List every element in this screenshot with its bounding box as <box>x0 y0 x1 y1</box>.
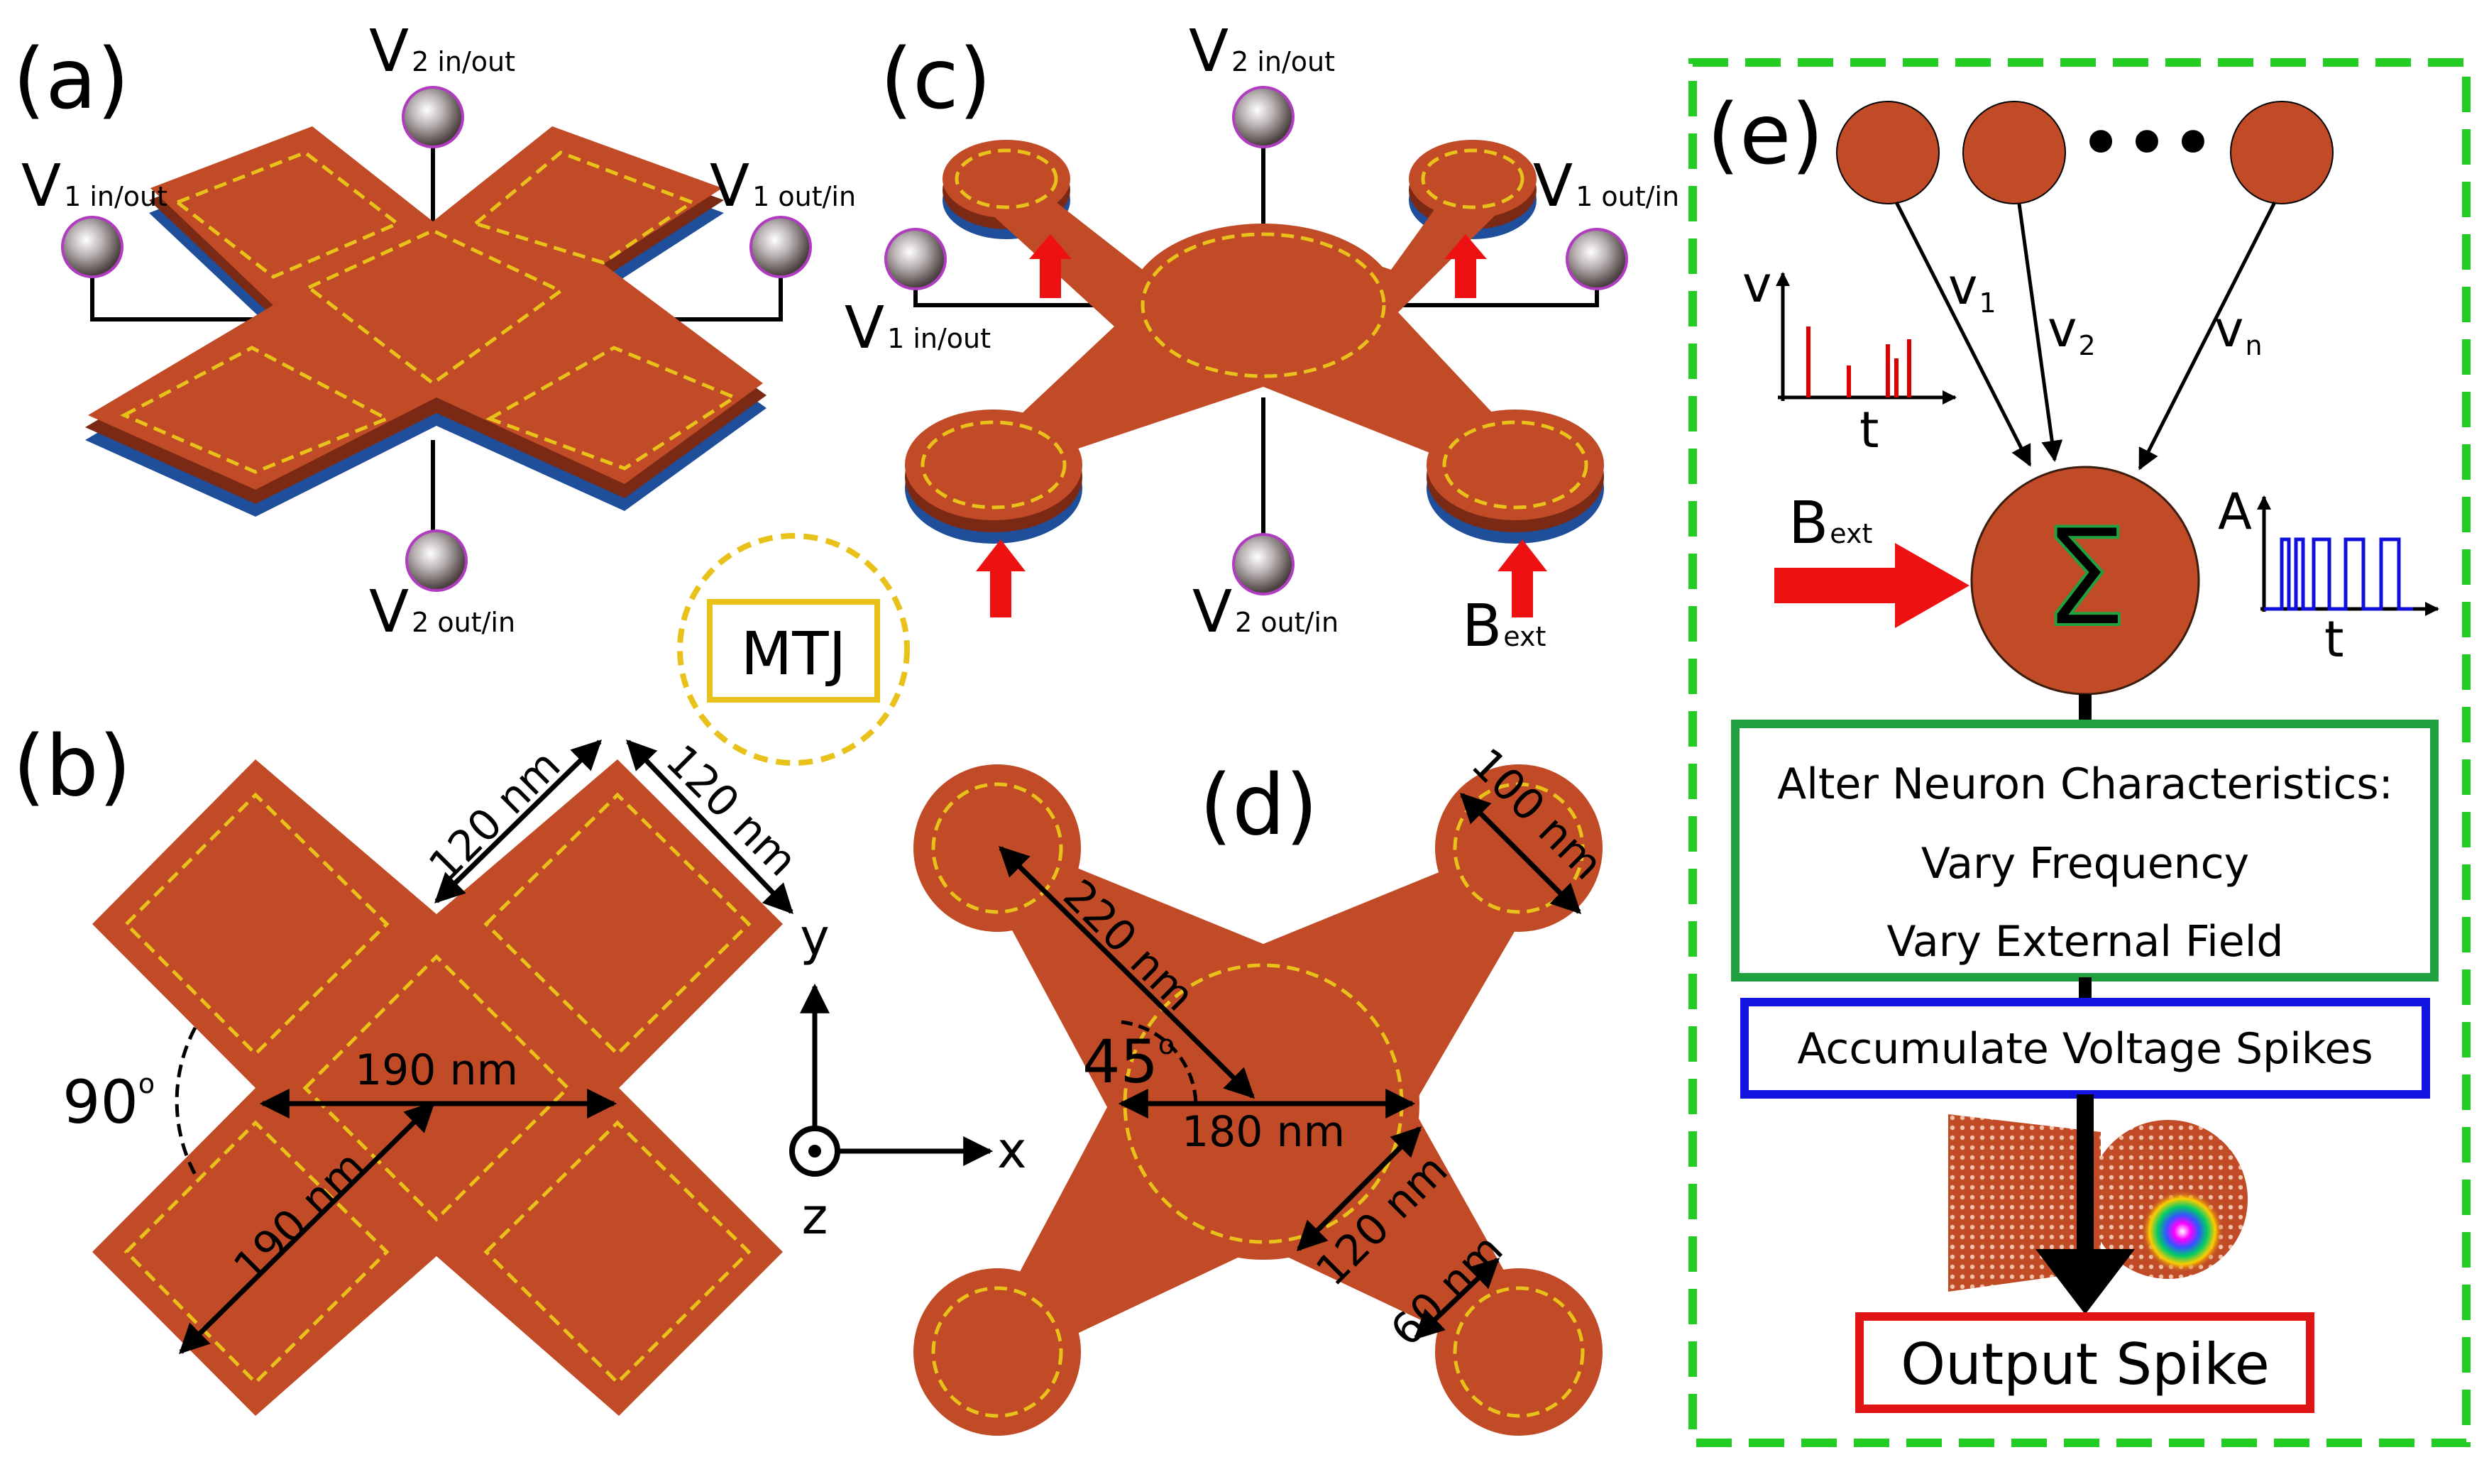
terminal-v2-top-c[interactable] <box>1232 86 1295 148</box>
output-spike-train <box>2264 537 2413 611</box>
terminal-v1-right-c[interactable] <box>1566 228 1628 290</box>
axes-indicator: y x z <box>789 908 1026 1246</box>
mtj-legend-label: MTJ <box>741 619 847 688</box>
panel-e-connections <box>1894 201 2277 471</box>
accumulate-label: Accumulate Voltage Spikes <box>1797 1024 2373 1074</box>
input-neuron-2 <box>1962 101 2066 204</box>
bext-arrow: Bext <box>1774 490 1969 628</box>
terminal-v2-bottom[interactable] <box>405 529 468 592</box>
panel-b: (b) 120 nm 120 nm 190 nm 190 nm 90o <box>13 717 807 1416</box>
panel-d-letter: (d) <box>1199 756 1318 854</box>
weight-label-2: v2 <box>2048 300 2096 361</box>
accumulate-box <box>1740 998 2430 1099</box>
panel-c-mtj-regions <box>921 148 1588 510</box>
input-neuron-n <box>2230 101 2334 204</box>
output-plot-x-label: t <box>2324 610 2344 669</box>
panel-c-field-arrows <box>976 234 1547 617</box>
sum-symbol: Σ <box>2043 500 2128 656</box>
axis-y-label: y <box>800 908 829 967</box>
panel-a-letter: (a) <box>13 30 129 128</box>
panel-c-label-bext: Bext <box>1462 593 1546 660</box>
panel-d: (d) 100 nm 220 nm 45o <box>913 739 1612 1436</box>
panel-d-angle: 45o <box>1082 1027 1175 1096</box>
bext-label: Bext <box>1789 490 1872 557</box>
panel-a-wires <box>90 142 783 532</box>
output-spike-label: Output Spike <box>1901 1331 2270 1397</box>
weight-label-n: vn <box>2214 300 2263 361</box>
flow-arrowhead <box>2035 1249 2135 1314</box>
mtj-legend: MTJ <box>677 533 910 766</box>
terminal-v2-top[interactable] <box>402 86 464 148</box>
panel-d-dimensions <box>999 793 1581 1340</box>
panel-c-terminals <box>884 86 1628 595</box>
panel-a-top <box>88 126 763 490</box>
panel-e: (e) ••• v1 v2 vn <box>1688 58 2471 1447</box>
panel-d-dim-center: 180 nm <box>1182 1107 1345 1157</box>
axis-x-label: x <box>997 1121 1026 1180</box>
panel-c-letter: (c) <box>880 30 991 128</box>
input-neuron-1 <box>1836 101 1940 204</box>
input-spike-plot: v t <box>1742 255 1957 459</box>
terminal-v1-left[interactable] <box>61 216 123 278</box>
panel-b-letter: (b) <box>13 717 131 815</box>
terminal-v2-bottom-c[interactable] <box>1232 533 1295 595</box>
panel-b-dimensions <box>175 739 793 1354</box>
alter-line-3: Vary External Field <box>1887 917 2284 967</box>
panel-c-top <box>905 140 1604 520</box>
neuron-device-icon <box>1948 1114 2248 1292</box>
output-plot-y-label: A <box>2218 483 2252 541</box>
input-plot-x-label: t <box>1859 401 1879 459</box>
panel-b-dim-center: 190 nm <box>355 1045 518 1095</box>
panel-c: (c) <box>845 18 1679 660</box>
panel-a-mtj-regions <box>120 150 739 474</box>
panel-a-terminals <box>61 86 812 592</box>
axis-z-label: z <box>802 1187 828 1246</box>
input-plot-y-label: v <box>1742 255 1771 314</box>
panel-e-input-neurons <box>1836 101 2334 204</box>
terminal-v1-left-c[interactable] <box>884 228 947 290</box>
panel-b-angle: 90o <box>62 1067 155 1137</box>
weight-label-1: v1 <box>1948 258 1996 319</box>
ellipsis: ••• <box>2078 98 2216 189</box>
input-spikes <box>1806 326 1911 397</box>
panel-e-letter: (e) <box>1707 85 1824 183</box>
alter-line-2: Vary Frequency <box>1921 839 2249 889</box>
terminal-v1-right[interactable] <box>749 216 812 278</box>
panel-e-frame <box>1688 58 2471 1447</box>
alter-line-1: Alter Neuron Characteristics: <box>1777 759 2393 809</box>
output-spike-box <box>1855 1312 2314 1413</box>
output-spike-plot: A t <box>2218 483 2439 669</box>
